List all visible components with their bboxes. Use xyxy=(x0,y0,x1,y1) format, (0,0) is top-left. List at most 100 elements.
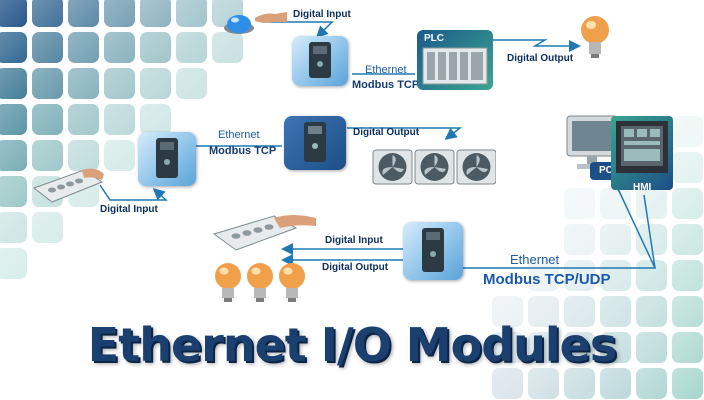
mosaic-tile xyxy=(672,152,703,183)
mosaic-tile xyxy=(564,260,595,291)
digital-input-top-label: Digital Input xyxy=(293,9,351,20)
ethernet-io-module-icon xyxy=(138,132,196,186)
mosaic-tile xyxy=(492,296,523,327)
mosaic-tile xyxy=(176,0,207,27)
hand-icon xyxy=(255,8,287,24)
modbus-tcp-udp-label: Modbus TCP/UDP xyxy=(483,271,611,288)
pc-monitor-icon xyxy=(563,112,621,178)
digital-output-top-label: Digital Output xyxy=(507,53,574,64)
line-di-top xyxy=(262,21,334,39)
mosaic-tile xyxy=(528,296,559,327)
mosaic-tile xyxy=(672,260,703,291)
mosaic-tile xyxy=(0,68,27,99)
mosaic-tile xyxy=(0,212,27,243)
mosaic-tile xyxy=(140,68,171,99)
mosaic-tile xyxy=(0,104,27,135)
mosaic-tile xyxy=(564,188,595,219)
mosaic-tile xyxy=(68,0,99,27)
digital-output-mid-label: Digital Output xyxy=(353,127,420,138)
ethernet-io-module-icon xyxy=(403,222,463,280)
hmi-panel-icon xyxy=(611,116,673,190)
line-di-mid xyxy=(99,184,168,201)
mosaic-tile xyxy=(104,140,135,171)
mosaic-tile xyxy=(140,32,171,63)
mosaic-tile xyxy=(528,332,559,363)
mosaic-tile xyxy=(176,68,207,99)
line-hmi-bottom xyxy=(643,194,656,269)
mosaic-tile xyxy=(636,260,667,291)
mosaic-tile xyxy=(32,104,63,135)
mosaic-tile xyxy=(528,260,559,291)
mosaic-tile xyxy=(68,68,99,99)
mosaic-tile xyxy=(140,0,171,27)
mosaic-tile xyxy=(564,224,595,255)
mosaic-tile xyxy=(104,32,135,63)
mosaic-tile xyxy=(528,368,559,399)
hmi-label: HMI xyxy=(633,182,652,193)
digital-input-mid-label: Digital Input xyxy=(100,204,158,215)
mosaic-tile xyxy=(672,188,703,219)
page-title: Ethernet I/O Modules xyxy=(87,318,617,372)
mosaic-tile xyxy=(104,104,135,135)
ethernet-bottom-label: Ethernet xyxy=(510,252,560,267)
ethernet-io-module-icon xyxy=(284,116,346,170)
mosaic-tile xyxy=(0,140,27,171)
mosaic-tile xyxy=(564,332,595,363)
ethernet-io-module-icon xyxy=(292,36,348,86)
mosaic-tile xyxy=(564,368,595,399)
fan-icon xyxy=(372,148,497,186)
mosaic-tile xyxy=(0,0,27,27)
mosaic-tile xyxy=(492,368,523,399)
digital-output-bottom-label: Digital Output xyxy=(322,262,389,273)
mosaic-tile xyxy=(600,296,631,327)
mosaic-tile xyxy=(672,332,703,363)
mosaic-tile xyxy=(68,32,99,63)
mosaic-tile xyxy=(32,68,63,99)
mosaic-tile xyxy=(32,212,63,243)
mosaic-tile xyxy=(140,104,171,135)
plc-icon xyxy=(417,30,493,90)
modbus-tcp-mid-label: Modbus TCP xyxy=(209,145,277,157)
mosaic-tile xyxy=(104,68,135,99)
line-do-mid xyxy=(347,127,463,140)
mosaic-tile xyxy=(600,368,631,399)
mosaic-tile xyxy=(672,224,703,255)
mosaic-tile xyxy=(600,188,631,219)
pc-label: PC xyxy=(599,165,613,176)
mosaic-tile xyxy=(212,32,243,63)
line-do-top xyxy=(490,39,581,52)
mosaic-tile xyxy=(32,140,63,171)
mosaic-tile xyxy=(32,0,63,27)
light-bulb-icon xyxy=(579,14,611,60)
mosaic-tile xyxy=(600,260,631,291)
keypad-icon xyxy=(212,212,318,256)
mosaic-tile xyxy=(0,248,27,279)
mosaic-tile xyxy=(672,116,703,147)
mosaic-tile xyxy=(0,176,27,207)
mosaic-tile xyxy=(564,296,595,327)
mosaic-tile xyxy=(68,140,99,171)
mosaic-tile xyxy=(32,32,63,63)
modbus-tcp-top-label: Modbus TCP xyxy=(352,79,420,91)
mosaic-tile xyxy=(68,104,99,135)
mosaic-tile xyxy=(600,332,631,363)
mosaic-tile xyxy=(636,368,667,399)
ethernet-top-label: Ethernet xyxy=(365,64,407,76)
mosaic-tile xyxy=(636,332,667,363)
keypad-icon xyxy=(32,168,104,208)
push-button-icon xyxy=(222,13,256,35)
digital-input-bottom-label: Digital Input xyxy=(325,235,383,246)
mosaic-tile xyxy=(600,224,631,255)
light-bulb-icon xyxy=(212,262,308,304)
plc-label: PLC xyxy=(424,33,444,44)
mosaic-tile xyxy=(176,32,207,63)
mosaic-tile xyxy=(636,296,667,327)
mosaic-tile xyxy=(104,0,135,27)
mosaic-tile xyxy=(636,188,667,219)
mosaic-tile xyxy=(672,296,703,327)
mosaic-tile xyxy=(492,332,523,363)
mosaic-tile xyxy=(672,368,703,399)
mosaic-tile xyxy=(0,32,27,63)
